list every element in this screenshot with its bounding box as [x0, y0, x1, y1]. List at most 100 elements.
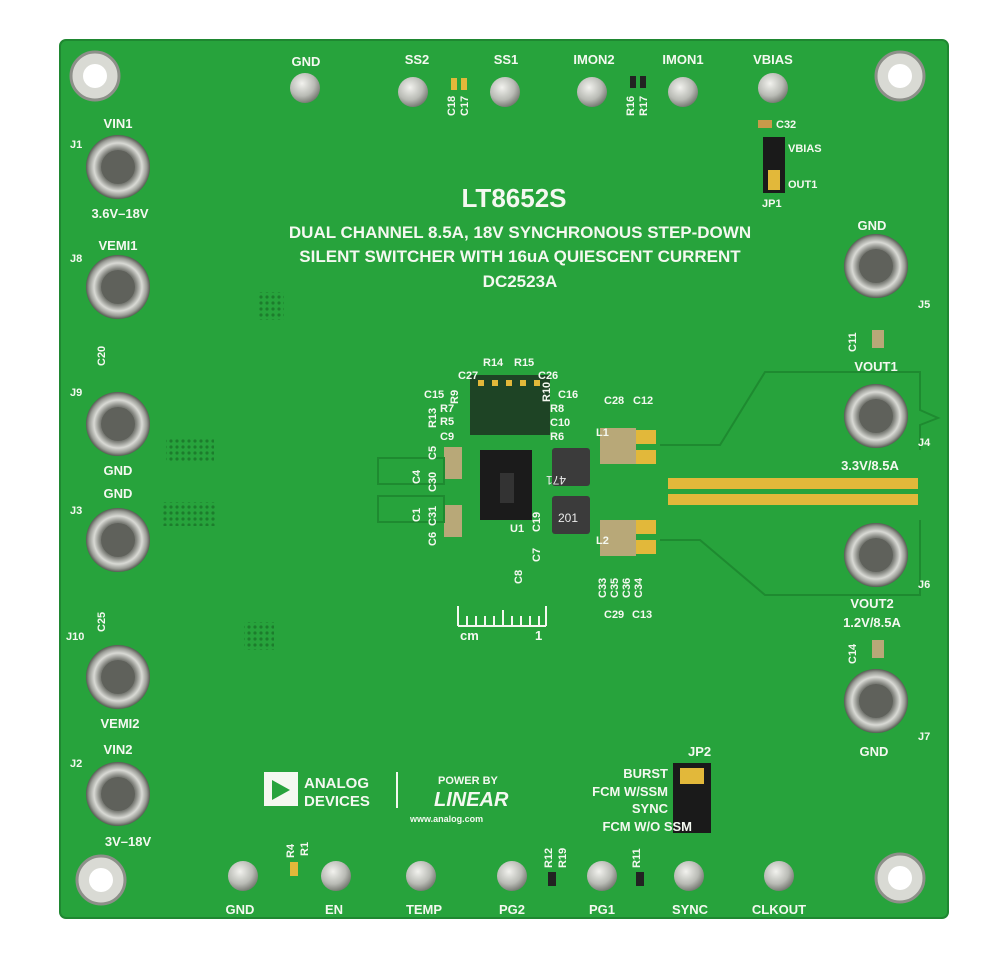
svg-text:DEVICES: DEVICES	[304, 793, 370, 810]
svg-text:C27: C27	[458, 370, 478, 382]
r17-label: R17	[638, 96, 650, 116]
svg-text:R5: R5	[440, 416, 454, 428]
svg-text:U1: U1	[510, 523, 524, 535]
ss2-label: SS2	[405, 52, 430, 67]
sync-label: SYNC	[672, 902, 709, 917]
vout2-rating: 1.2V/8.5A	[843, 615, 901, 630]
svg-text:C12: C12	[633, 395, 653, 407]
top-test-posts	[290, 73, 788, 107]
top-vbias-label: VBIAS	[753, 52, 793, 67]
description-line2: SILENT SWITCHER WITH 16uA QUIESCENT CURR…	[299, 247, 741, 266]
j6-ref: J6	[918, 579, 930, 591]
svg-text:C26: C26	[538, 370, 558, 382]
l1-marking: 471	[546, 473, 566, 487]
pg2-label: PG2	[499, 902, 525, 917]
c17-label: C17	[459, 96, 471, 116]
svg-text:R7: R7	[440, 403, 454, 415]
j7-ref: J7	[918, 731, 930, 743]
vout1-rating: 3.3V/8.5A	[841, 458, 899, 473]
j5-ref: J5	[918, 299, 930, 311]
vemi2-label: VEMI2	[100, 716, 139, 731]
mounting-holes	[69, 50, 926, 906]
right-jacks	[844, 234, 908, 733]
svg-text:C19: C19	[531, 512, 543, 532]
j7-gnd-label: GND	[860, 744, 889, 759]
jp2-opt-fcm-no-ssm: FCM W/O SSM	[602, 819, 692, 834]
svg-text:L1: L1	[596, 427, 609, 439]
c20-label: C20	[96, 346, 108, 366]
board-id: DC2523A	[483, 272, 558, 291]
r11-label: R11	[631, 848, 643, 868]
jp2-opt-sync: SYNC	[632, 801, 669, 816]
temp-label: TEMP	[406, 902, 442, 917]
j10-ref: J10	[66, 631, 84, 643]
svg-text:ANALOG: ANALOG	[304, 775, 369, 792]
component-designators: R14 R15 C27 C26 C15 R9 R10 C16 R13 R7 R5…	[411, 357, 653, 621]
svg-text:R14: R14	[483, 357, 504, 369]
vin1-label: VIN1	[104, 116, 133, 131]
r19-label: R19	[557, 848, 569, 868]
svg-text:C5: C5	[427, 446, 439, 460]
svg-text:LINEAR: LINEAR	[434, 789, 509, 811]
regulator-area	[444, 375, 656, 556]
c32-label: C32	[776, 119, 796, 131]
j4-ref: J4	[918, 437, 931, 449]
svg-text:C33: C33	[597, 578, 609, 598]
svg-text:R10: R10	[541, 382, 553, 402]
j3-ref: J3	[70, 505, 82, 517]
jp2-ref: JP2	[688, 744, 711, 759]
bottom-test-posts	[228, 861, 794, 891]
svg-text:C16: C16	[558, 389, 578, 401]
svg-text:C1: C1	[411, 508, 423, 522]
svg-text:R8: R8	[550, 403, 564, 415]
imon1-label: IMON1	[662, 52, 703, 67]
clkout-label: CLKOUT	[752, 902, 806, 917]
linear-logo: POWER BY LINEAR www.analog.com	[396, 772, 509, 824]
r12-label: R12	[543, 848, 555, 868]
vemi1-label: VEMI1	[98, 238, 137, 253]
en-label: EN	[325, 902, 343, 917]
svg-text:R13: R13	[427, 408, 439, 428]
description-line1: DUAL CHANNEL 8.5A, 18V SYNCHRONOUS STEP-…	[289, 223, 751, 242]
r4-label: R4	[285, 843, 297, 858]
r1-label: R1	[299, 842, 311, 856]
jp1-label-top: VBIAS	[788, 143, 822, 155]
svg-text:POWER BY: POWER BY	[438, 775, 499, 787]
svg-text:C4: C4	[411, 469, 423, 484]
svg-text:R9: R9	[449, 390, 461, 404]
svg-text:C28: C28	[604, 395, 624, 407]
analog-devices-logo: ANALOG DEVICES	[264, 772, 370, 810]
r16-label: R16	[625, 96, 637, 116]
svg-text:R6: R6	[550, 431, 564, 443]
svg-text:C6: C6	[427, 532, 439, 546]
svg-text:C36: C36	[621, 578, 633, 598]
svg-text:C29: C29	[604, 609, 624, 621]
j2-ref: J2	[70, 758, 82, 770]
vout2-label: VOUT2	[850, 596, 893, 611]
l2-marking: 201	[558, 511, 578, 525]
svg-text:C8: C8	[513, 570, 525, 584]
j9-ref: J9	[70, 387, 82, 399]
imon2-label: IMON2	[573, 52, 614, 67]
svg-text:www.analog.com: www.analog.com	[409, 814, 483, 824]
jp2-opt-fcm-ssm: FCM W/SSM	[592, 784, 668, 799]
part-number: LT8652S	[461, 183, 566, 213]
c25-label: C25	[96, 612, 108, 632]
c14-label: C14	[847, 643, 859, 664]
svg-text:C31: C31	[427, 506, 439, 526]
c18-label: C18	[446, 96, 458, 116]
left-jacks	[86, 135, 150, 826]
svg-text:C7: C7	[531, 548, 543, 562]
j8-ref: J8	[70, 253, 82, 265]
ruler-unit: cm	[460, 628, 479, 643]
svg-text:R15: R15	[514, 357, 534, 369]
ruler	[457, 606, 547, 627]
svg-text:L2: L2	[596, 535, 609, 547]
vin2-label: VIN2	[104, 742, 133, 757]
svg-text:C15: C15	[424, 389, 444, 401]
jp2-opt-burst: BURST	[623, 766, 668, 781]
pg1-label: PG1	[589, 902, 615, 917]
vin1-range: 3.6V–18V	[91, 206, 148, 221]
vout1-label: VOUT1	[854, 359, 897, 374]
